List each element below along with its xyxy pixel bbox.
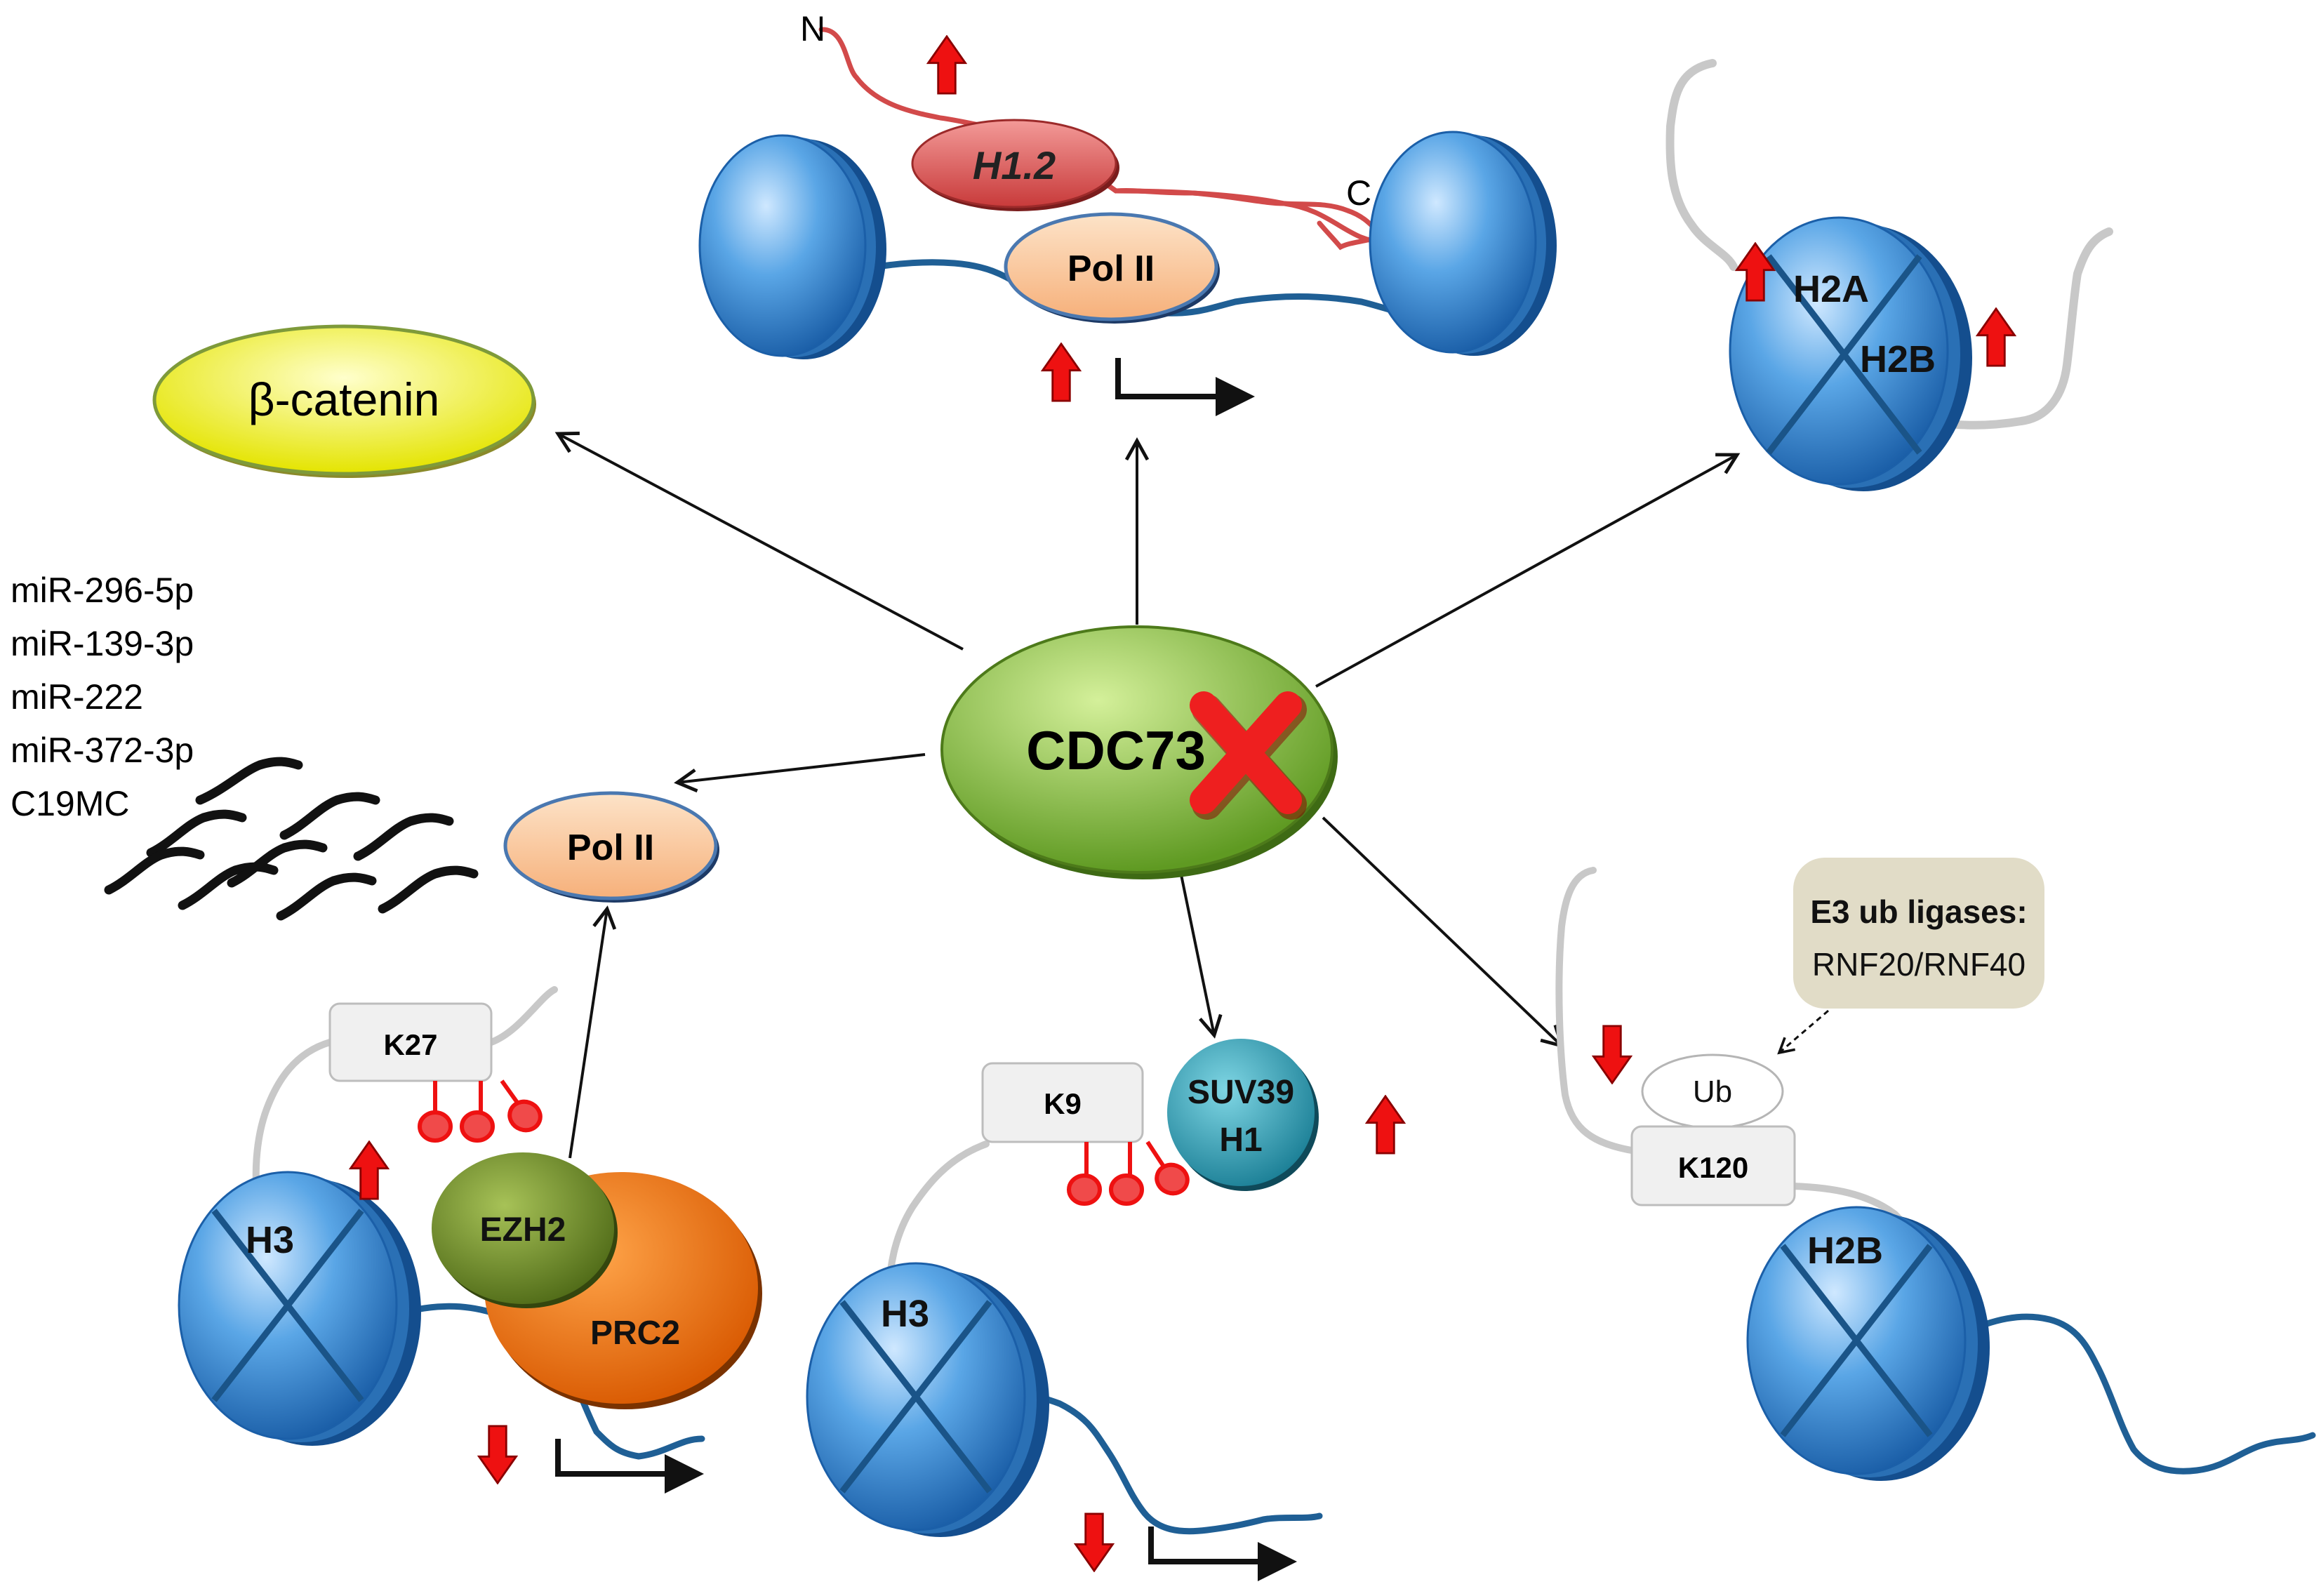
top-left-nucleosome: [698, 134, 886, 359]
k9-label: K9: [1044, 1087, 1082, 1120]
ezh2-node: EZH2: [432, 1152, 618, 1308]
cdc73-node: CDC73: [940, 625, 1338, 879]
left-polii-label: Pol II: [567, 827, 654, 868]
left-polii-node: Pol II: [503, 791, 719, 903]
k120-label: K120: [1678, 1151, 1748, 1184]
e3-ligases-box: E3 ub ligases: RNF20/RNF40: [1793, 858, 2044, 1009]
beta-catenin-node: β-catenin: [152, 324, 536, 478]
mirna-item: miR-139-3p: [11, 624, 194, 663]
mirna-item: miR-222: [11, 677, 143, 717]
e3-dashed-arrow: [1777, 1009, 1829, 1055]
ezh2-label: EZH2: [480, 1211, 566, 1249]
suv39h1-node: SUV39 H1: [1167, 1039, 1319, 1191]
k27-box: K27: [328, 1002, 493, 1082]
k27-methyl-marks-icon: [418, 1079, 543, 1143]
h3k27-up-arrow-icon: [350, 1141, 389, 1200]
top-polii-node: Pol II: [1004, 212, 1220, 324]
mirna-item: miR-372-3p: [11, 731, 194, 770]
e3-title: E3 ub ligases:: [1810, 893, 2027, 930]
cdc73-label: CDC73: [1026, 719, 1206, 781]
top-panel: N C H1.2 Pol II: [698, 9, 1557, 416]
mirna-list: miR-296-5p miR-139-3p miR-222 miR-372-3p…: [11, 571, 194, 823]
k9-methyl-marks-icon: [1067, 1141, 1190, 1206]
h12-node: H1.2: [911, 119, 1119, 211]
knockout-cross-icon: [1190, 691, 1307, 820]
top-polii-label: Pol II: [1068, 248, 1155, 289]
h2b-label: H2B: [1807, 1230, 1883, 1272]
top-right-nucleosome: [1369, 131, 1557, 356]
prc2-label: PRC2: [590, 1315, 680, 1352]
bottom-right-panel: E3 ub ligases: RNF20/RNF40 Ub K120 H2B: [1555, 858, 2316, 1481]
suv39-line2: H1: [1219, 1122, 1262, 1159]
h2b-up-arrow-icon: [1976, 307, 2016, 367]
transcription-start-icon: [1115, 358, 1255, 416]
k9-box: K9: [981, 1062, 1144, 1143]
e3-names: RNF20/RNF40: [1812, 946, 2026, 983]
bottom-left-panel: K27 H3 PRC2 EZH2: [178, 986, 762, 1494]
top-right-panel: H2A H2B: [1665, 59, 2113, 491]
h12-up-arrow-icon: [927, 35, 966, 95]
mirna-item: C19MC: [11, 784, 129, 823]
c-terminus-label: C: [1346, 173, 1371, 213]
h12-label: H1.2: [973, 143, 1056, 187]
ub-node: Ub: [1641, 1053, 1784, 1129]
n-terminus-label: N: [800, 9, 825, 48]
bottom-left-down-arrow-icon: [478, 1425, 517, 1484]
ub-label: Ub: [1693, 1075, 1732, 1109]
mirna-squiggles: [104, 757, 479, 921]
k27-label: K27: [383, 1028, 437, 1061]
bottom-center-down-arrow-icon: [1075, 1512, 1114, 1572]
bottom-center-transcription-icon: [1148, 1527, 1297, 1581]
center-arrows: [554, 432, 1741, 1159]
mirna-item: miR-296-5p: [11, 571, 194, 610]
k120-box: K120: [1630, 1125, 1796, 1206]
suv39-line1: SUV39: [1188, 1074, 1294, 1111]
top-right-nucleosome: [1729, 216, 1972, 491]
h2b-label: H2B: [1860, 338, 1936, 380]
h3-label: H3: [881, 1293, 929, 1335]
bottom-left-nucleosome: [178, 1171, 421, 1446]
h3-label: H3: [246, 1219, 294, 1261]
suv39-up-arrow-icon: [1366, 1095, 1405, 1155]
bottom-right-nucleosome: [1746, 1206, 1990, 1481]
polii-up-arrow-icon: [1042, 343, 1081, 402]
h2a-label: H2A: [1793, 268, 1869, 310]
bottom-center-nucleosome: [806, 1262, 1049, 1537]
h2bub-down-arrow-icon: [1592, 1025, 1632, 1084]
beta-catenin-label: β-catenin: [248, 373, 440, 425]
bottom-left-transcription-icon: [555, 1439, 704, 1494]
bottom-center-panel: K9 SUV39 H1 H3: [806, 1039, 1405, 1581]
